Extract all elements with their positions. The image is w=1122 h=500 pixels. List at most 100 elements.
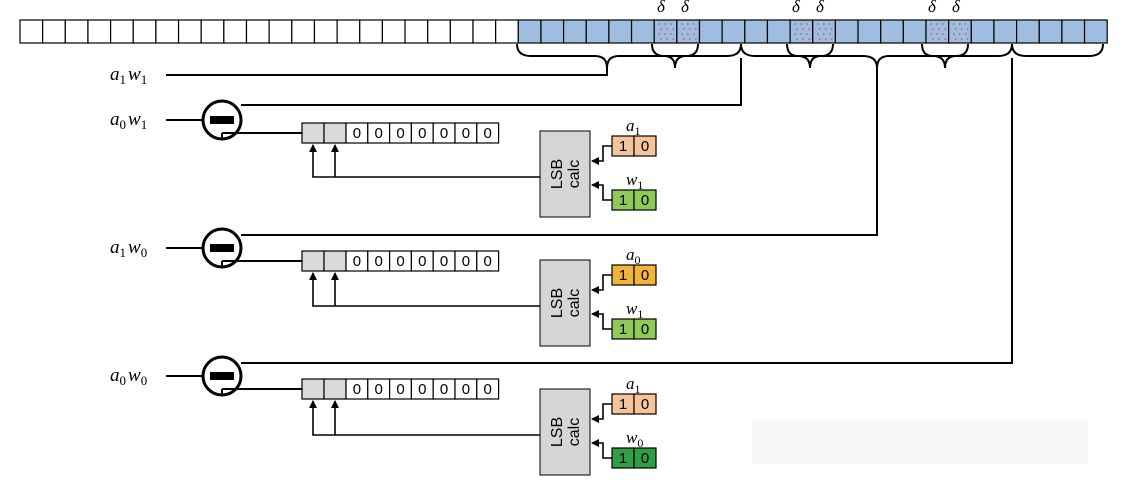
- brace-wide-2: [740, 43, 1013, 69]
- bit-digit: 0: [641, 450, 649, 467]
- zero-cell: [476, 122, 500, 144]
- lsb-arrow-1: [309, 144, 540, 178]
- zero-digit: 0: [484, 125, 492, 142]
- bit-digit: 1: [619, 396, 627, 413]
- delta-label: δ: [657, 0, 666, 16]
- zero-digit: 0: [396, 381, 404, 398]
- register-cell: [449, 19, 474, 44]
- zero-digit: 0: [418, 125, 426, 142]
- zero-digit: 0: [353, 125, 361, 142]
- lsb-slot-cell: [323, 378, 347, 400]
- delta-bit-dots: [681, 23, 697, 40]
- zero-digit: 0: [353, 381, 361, 398]
- lsb-calc-box: [539, 130, 591, 218]
- delta-bit-dots: [930, 23, 946, 40]
- register-cell-blue: [630, 19, 655, 44]
- zero-digit: 0: [375, 381, 383, 398]
- bit-digit: 0: [641, 321, 649, 338]
- register-cell: [404, 19, 429, 44]
- brace-wide-3: [1011, 43, 1104, 57]
- register-cell: [87, 19, 112, 44]
- operand-name-label: w1: [626, 170, 643, 192]
- zero-digit: 0: [418, 381, 426, 398]
- register-cell: [245, 19, 270, 44]
- zero-digit: 0: [375, 125, 383, 142]
- brace-wide-1: [516, 43, 742, 69]
- register-cell-blue: [766, 19, 791, 44]
- lsb-bit-connector: [591, 145, 612, 165]
- zero-digit: 0: [484, 381, 492, 398]
- wire-a1w1: [166, 66, 608, 76]
- lsb-bit-connector: [591, 274, 612, 294]
- zero-digit: 0: [375, 253, 383, 270]
- register-cell-blue: [1015, 19, 1040, 44]
- minus-bar: [210, 372, 234, 380]
- register-cell-blue: [1061, 19, 1086, 44]
- calc-label: calc: [566, 418, 583, 446]
- register-cell: [42, 19, 66, 44]
- minus-bar: [210, 244, 234, 252]
- register-cell-blue: [880, 19, 904, 44]
- lsb-slot-cell: [323, 122, 347, 144]
- lsb-bit-connector: [591, 310, 612, 330]
- register-cell-blue: [562, 19, 587, 44]
- delta-bit-dots: [658, 23, 674, 40]
- delta-label-pair-2: δ δ: [792, 0, 825, 16]
- delta-bit-dots: [952, 23, 969, 40]
- register-cell-blue: [1083, 19, 1108, 44]
- brace-small-2: [786, 43, 834, 69]
- bit-digit: 1: [619, 267, 627, 284]
- lsb-calc-box: [539, 259, 591, 347]
- lsb-slot-cell: [301, 250, 325, 272]
- zero-digit: 0: [440, 125, 448, 142]
- zero-digit: 0: [353, 253, 361, 270]
- register-cell-blue: [993, 19, 1018, 44]
- zero-digit: 0: [440, 381, 448, 398]
- delta-bit-dots: [794, 23, 810, 40]
- delta-label: δ: [816, 0, 825, 16]
- bit-cell: [633, 189, 657, 211]
- zero-cell: [476, 250, 500, 272]
- lsb-calc-box: [539, 388, 591, 476]
- register-cell: [359, 19, 383, 44]
- zero-digit: 0: [418, 253, 426, 270]
- register-cell-blue: [970, 19, 995, 44]
- lsb-slot-cell: [301, 378, 325, 400]
- register-cell: [495, 19, 519, 44]
- brace-small-3: [921, 43, 969, 69]
- register-cell-blue: [721, 19, 746, 44]
- bit-digit: 1: [619, 321, 627, 338]
- register-cell-blue: [608, 19, 633, 44]
- calc-label: calc: [566, 289, 583, 317]
- register-cell: [291, 19, 316, 44]
- lsb-label: LSB: [549, 159, 566, 189]
- bit-digit: 1: [619, 450, 627, 467]
- lsb-bit-connector: [591, 403, 612, 423]
- operand-name-label: a1: [626, 116, 641, 138]
- register-cell-blue: [698, 19, 723, 44]
- bit-digit: 0: [641, 267, 649, 284]
- lsb-bit-connector: [591, 181, 612, 201]
- bit-cell: [633, 393, 657, 415]
- register-cell: [132, 19, 157, 44]
- register-cell-blue: [540, 19, 565, 44]
- register-cell-blue: [744, 19, 769, 44]
- wire-a0w1: [241, 58, 742, 106]
- register-cell: [64, 19, 89, 44]
- register-cell: [109, 19, 134, 44]
- bit-digit: 1: [619, 192, 627, 209]
- lsb-label: LSB: [549, 417, 566, 447]
- register-cell: [19, 19, 44, 44]
- delta-bit-dots: [816, 23, 833, 40]
- register-cell-blue: [585, 19, 610, 44]
- register-cell-blue: [517, 19, 542, 44]
